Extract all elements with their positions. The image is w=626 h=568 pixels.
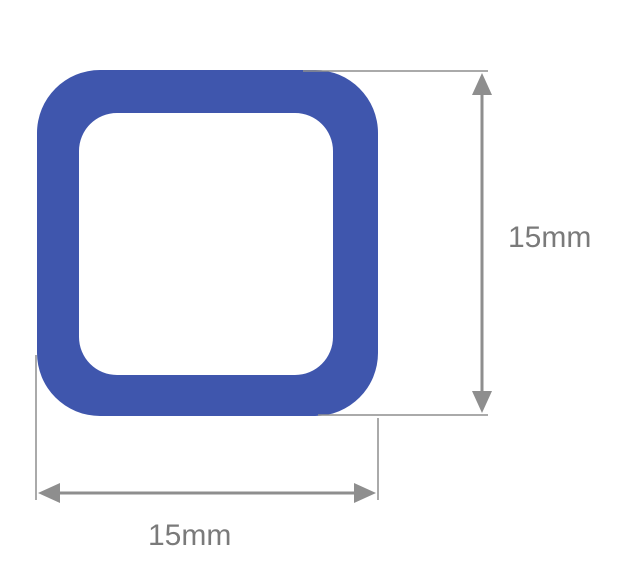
height-dimension: 15mm <box>303 70 591 416</box>
height-arrowhead-bottom <box>472 391 492 413</box>
width-arrowhead-left <box>38 483 60 503</box>
height-label: 15mm <box>508 221 591 254</box>
width-dimension: 15mm <box>35 355 379 552</box>
square-tube-profile <box>37 70 378 416</box>
tube-cross-section <box>37 70 378 416</box>
width-arrowhead-right <box>354 483 376 503</box>
height-arrowhead-top <box>472 73 492 95</box>
width-label: 15mm <box>148 519 231 552</box>
